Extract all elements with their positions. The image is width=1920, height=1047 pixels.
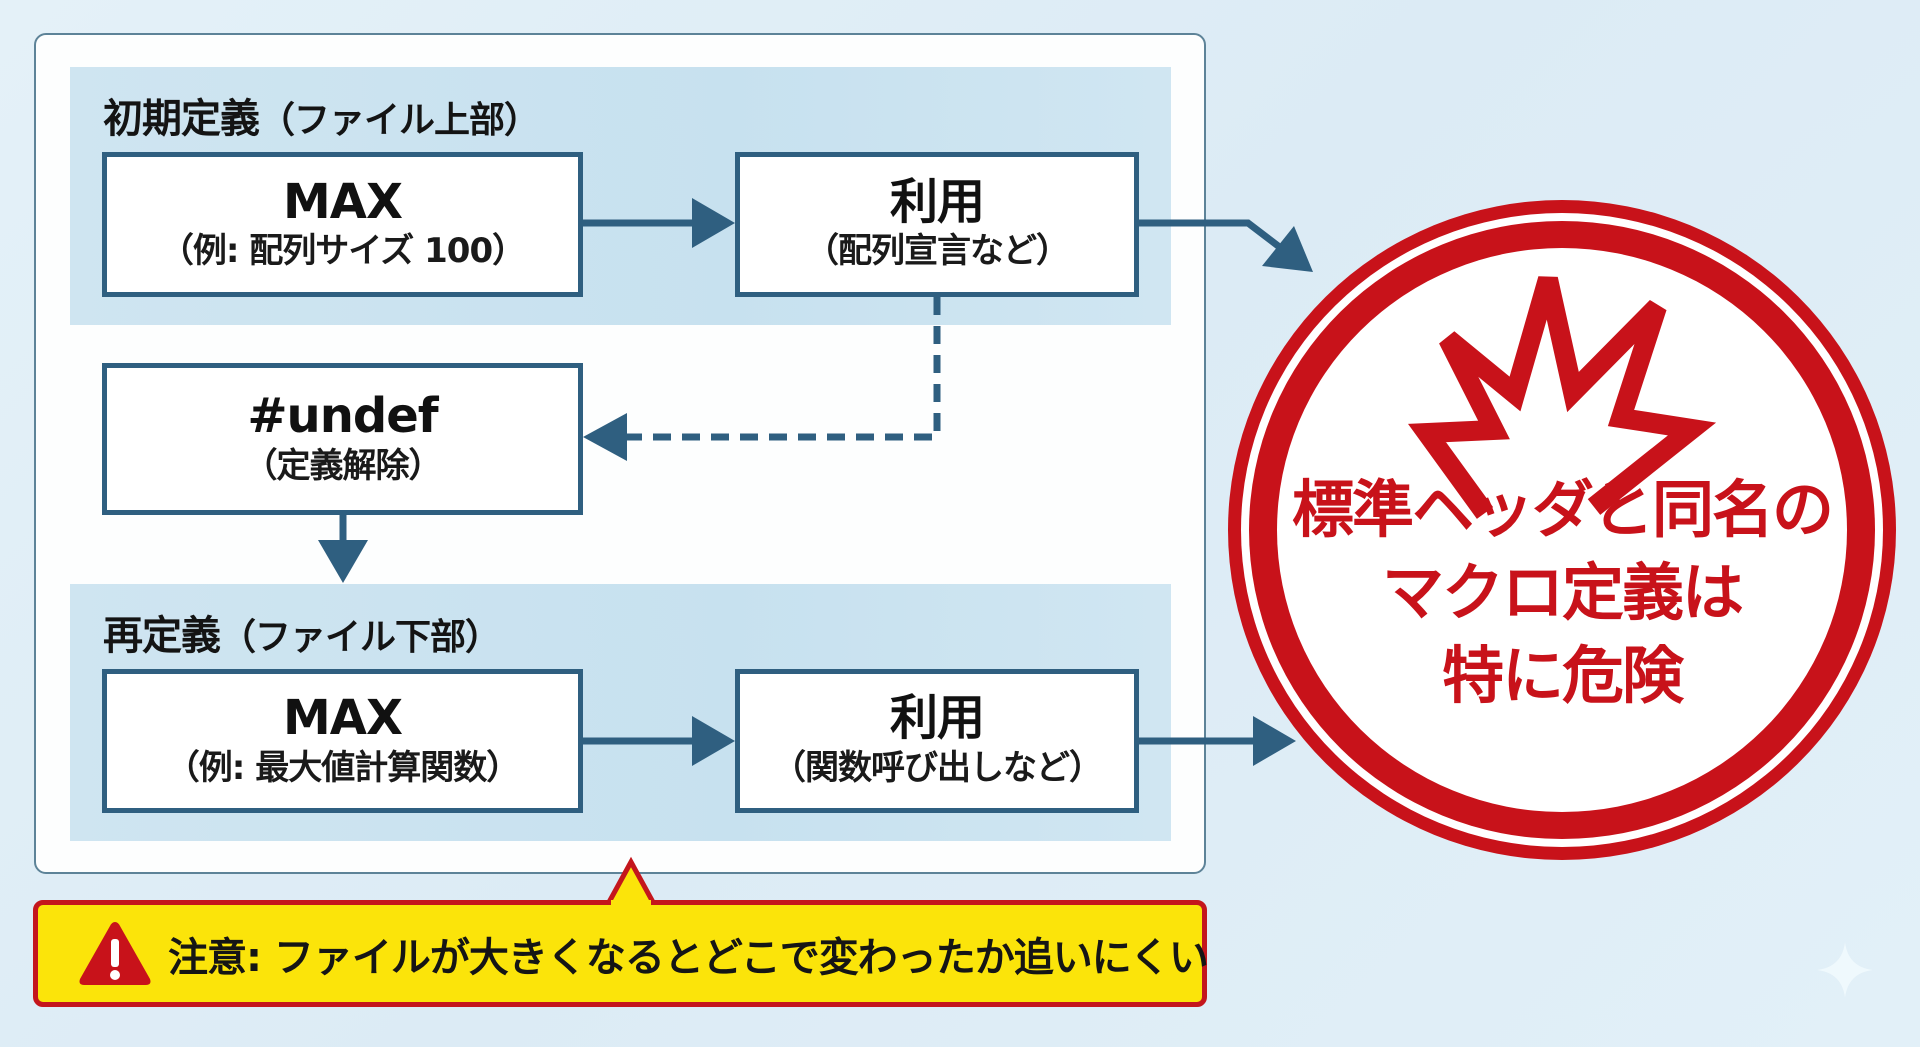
box-main-label: MAX — [283, 690, 403, 747]
sparkle-icon — [1817, 942, 1873, 998]
initial-definition-title: 初期定義（ファイル上部） — [103, 86, 540, 144]
arrow-definition-to-usage-bottom — [583, 716, 735, 766]
box-main-label: #undef — [247, 388, 438, 445]
box-sub-label: （配列宣言など） — [805, 231, 1070, 272]
initial-max-definition-box: MAX （例: 配列サイズ 100） — [102, 152, 583, 297]
box-main-label: 利用 — [889, 173, 985, 230]
box-sub-label: （定義解除） — [243, 445, 443, 486]
box-main-label: 利用 — [889, 690, 985, 747]
burst-icon — [1408, 276, 1717, 519]
redefined-max-box: MAX （例: 最大値計算関数） — [102, 669, 583, 813]
pointer-seam — [611, 900, 651, 906]
box-main-label: MAX — [283, 173, 403, 230]
warning-pointer — [603, 856, 659, 907]
danger-line-1: 標準ヘッダと同名の — [1291, 473, 1834, 546]
danger-line-2: マクロ定義は — [1381, 556, 1744, 629]
arrow-usage-to-badge-bottom — [1139, 716, 1296, 766]
box-sub-label: （関数呼び出しなど） — [772, 747, 1103, 788]
arrow-definition-to-usage-top — [583, 198, 735, 248]
initial-usage-box: 利用 （配列宣言など） — [735, 152, 1139, 297]
redefinition-title-note: （ファイル下部） — [220, 617, 501, 658]
arrow-undef-to-redefinition — [318, 515, 368, 583]
undef-box: #undef （定義解除） — [102, 363, 583, 515]
initial-definition-title-text: 初期定義 — [103, 96, 260, 142]
warning-triangle-icon — [79, 922, 151, 985]
initial-definition-title-note: （ファイル上部） — [259, 100, 540, 141]
danger-line-3: 特に危険 — [1441, 639, 1684, 712]
arrow-usage-to-badge-top — [1139, 219, 1313, 272]
box-sub-label: （例: 配列サイズ 100） — [159, 231, 526, 272]
danger-badge — [1228, 200, 1896, 860]
warning-text: 注意: ファイルが大きくなるとどこで変わったか追いにくい — [168, 934, 1209, 981]
box-sub-label: （例: 最大値計算関数） — [165, 747, 520, 788]
dashed-arrow-usage-to-undef — [583, 297, 941, 461]
danger-badge-text: 標準ヘッダと同名の マクロ定義は 特に危険 — [1262, 468, 1862, 717]
redefined-usage-box: 利用 （関数呼び出しなど） — [735, 669, 1139, 813]
redefinition-title-text: 再定義 — [103, 613, 221, 659]
redefinition-title: 再定義（ファイル下部） — [103, 603, 501, 661]
warning-callout: 注意: ファイルが大きくなるとどこで変わったか追いにくい — [33, 900, 1209, 1007]
